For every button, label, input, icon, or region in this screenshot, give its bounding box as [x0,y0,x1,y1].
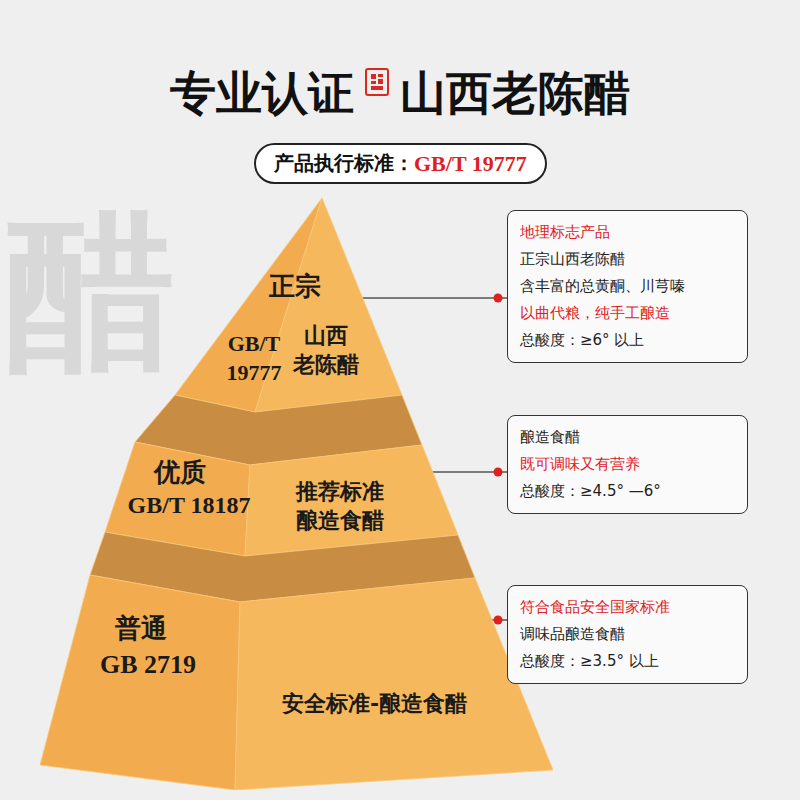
tier-text: 安全标准-酿造食醋 [262,690,487,719]
tier-text: 推荐标准 酿造食醋 [290,478,390,535]
leader-connector [431,468,507,477]
pill-label: 产品执行标准： [274,150,414,177]
leader-line [360,297,507,299]
leader-dot [494,468,503,477]
tier-shape [175,198,402,412]
tier-face [40,575,240,790]
tier-text: 山西 老陈醋 [290,322,362,379]
grade-label: 正宗 [266,270,324,304]
callout-line: 总酸度：≥4.5° —6° [520,478,735,505]
pyramid-tier: 普通GB 2719 安全标准-酿造食醋 [40,532,553,790]
callout-line: 调味品酿造食醋 [520,621,735,648]
callout-line: 既可调味又有营养 [520,451,735,478]
watermark: 醋 [6,200,174,385]
tier-face [235,578,553,790]
callout-box: 地理标志产品正宗山西老陈醋含丰富的总黄酮、川芎嗪以曲代粮，纯手工酿造总酸度：≥6… [507,210,748,363]
leader-connector [360,294,507,303]
grade-label: 优质 [150,456,210,490]
callout-line: 正宗山西老陈醋 [520,246,735,273]
callout-box: 酿造食醋既可调味又有营养总酸度：≥4.5° —6° [507,415,748,514]
standard-code: GB/T 18187 [120,490,258,521]
pill-code: GB/T 19777 [414,151,527,177]
callout-box: 符合食品安全国家标准调味品酿造食醋总酸度：≥3.5° 以上 [507,585,748,684]
callout-line: 符合食品安全国家标准 [520,594,735,621]
callout-line: 以曲代粮，纯手工酿造 [520,300,735,327]
callout-line: 含丰富的总黄酮、川芎嗪 [520,273,735,300]
pyramid-tier: 正宗 GB/T 19777山西 老陈醋 [175,198,402,412]
pyramid-tier: 优质GB/T 18187 推荐标准 酿造食醋 [105,395,458,556]
callout-line: 总酸度：≥3.5° 以上 [520,648,735,675]
title: 专业认证 山西老陈醋 [0,66,800,121]
callout-line: 总酸度：≥6° 以上 [520,327,735,354]
callout-line: 酿造食醋 [520,424,735,451]
standard-pill: 产品执行标准：GB/T 19777 [254,143,547,184]
leader-dot [494,294,503,303]
leader-dot [494,616,503,625]
standard-code: GB 2719 [90,648,206,682]
grade-label: 普通 [110,612,172,646]
standard-code: GB/T 19777 [224,330,284,387]
callout-line: 地理标志产品 [520,219,735,246]
